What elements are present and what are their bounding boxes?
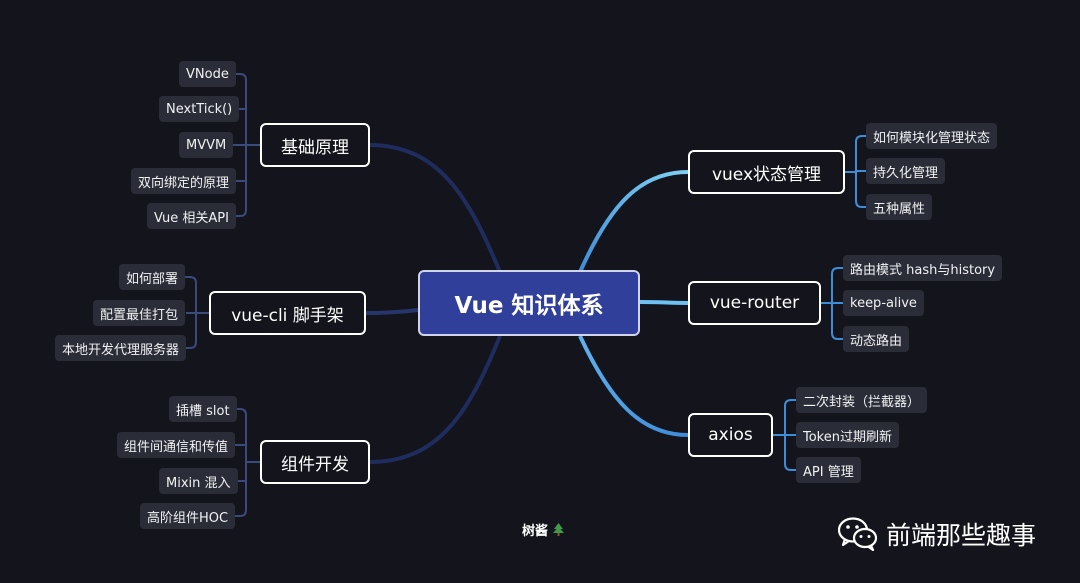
leaf-label: keep-alive [850,295,917,311]
bracket-axios [773,399,796,471]
brand-text: 前端那些趣事 [886,521,1037,550]
root-label: Vue 知识体系 [454,293,604,319]
branch-cli[interactable]: vue-cli 脚手架 [209,291,366,335]
leaf-label: MVVM [186,137,227,153]
connector-root-router [639,300,689,305]
leaf-label: 组件间通信和传值 [124,439,229,455]
leaf-label: 持久化管理 [873,165,939,181]
bracket-router [821,267,843,340]
leaf-basics-4[interactable]: 双向绑定的原理 [131,168,237,194]
branch-basics[interactable]: 基础原理 [260,123,370,167]
leaf-label: NextTick() [166,101,233,117]
leaf-label: 如何模块化管理状态 [873,130,991,146]
leaf-router-1[interactable]: 路由模式 hash与history [843,255,1003,281]
leaf-vuex-1[interactable]: 如何模块化管理状态 [866,123,998,149]
branch-components[interactable]: 组件开发 [260,440,370,484]
connector-root-cli [365,308,419,315]
leaf-vuex-2[interactable]: 持久化管理 [866,158,946,184]
leaf-label: 双向绑定的原理 [138,175,230,191]
root-node[interactable]: Vue 知识体系 [418,270,640,336]
leaf-label: VNode [186,66,229,82]
leaf-axios-3[interactable]: API 管理 [796,457,861,483]
leaf-label: 五种属性 [873,201,926,217]
leaf-axios-2[interactable]: Token过期刷新 [796,422,899,448]
leaf-basics-1[interactable]: VNode [179,61,236,87]
connector-root-axios [578,335,689,437]
connector-root-vuex [578,170,689,273]
connector-root-basics [369,143,502,273]
branch-axios[interactable]: axios [688,413,773,457]
connector-root-components [369,335,502,464]
brand-mark: 前端那些趣事 [838,516,1036,552]
leaf-components-1[interactable]: 插槽 slot [169,396,237,422]
leaf-label: 配置最佳打包 [100,307,179,323]
leaf-cli-3[interactable]: 本地开发代理服务器 [55,335,187,361]
leaf-label: Mixin 混入 [166,475,231,491]
branch-cli-label: vue-cli 脚手架 [231,305,344,326]
leaf-cli-1[interactable]: 如何部署 [119,264,186,290]
wechat-icon [838,517,878,551]
bracket-vuex [845,135,866,208]
leaf-basics-3[interactable]: MVVM [179,132,234,158]
leaf-label: 高阶组件HOC [147,510,229,526]
watermark-text: 树酱 [522,524,549,539]
author-watermark: 树酱 [522,520,564,539]
leaf-axios-1[interactable]: 二次封装（拦截器） [796,387,928,413]
leaf-label: 插槽 slot [176,403,230,419]
branch-basics-label: 基础原理 [281,137,349,158]
leaf-components-4[interactable]: 高阶组件HOC [140,503,236,529]
leaf-router-2[interactable]: keep-alive [843,290,924,316]
leaf-components-2[interactable]: 组件间通信和传值 [117,432,236,458]
leaf-label: 如何部署 [126,271,179,287]
tree-icon [552,523,564,536]
branch-axios-label: axios [708,425,753,445]
leaf-label: Token过期刷新 [803,429,892,445]
leaf-vuex-3[interactable]: 五种属性 [866,194,933,220]
branch-vuex-label: vuex状态管理 [711,164,822,185]
leaf-cli-2[interactable]: 配置最佳打包 [93,300,186,326]
leaf-label: API 管理 [803,464,854,480]
leaf-label: 路由模式 hash与history [850,262,996,278]
branch-components-label: 组件开发 [281,454,349,475]
leaf-router-3[interactable]: 动态路由 [843,326,910,352]
leaf-label: 动态路由 [850,333,903,349]
branch-vuex[interactable]: vuex状态管理 [688,150,845,194]
leaf-basics-2[interactable]: NextTick() [159,96,240,122]
leaf-basics-5[interactable]: Vue 相关API [147,203,236,229]
leaf-components-3[interactable]: Mixin 混入 [159,468,238,494]
leaf-label: 本地开发代理服务器 [62,342,180,358]
leaf-label: Vue 相关API [154,210,229,226]
bracket-components [234,408,260,517]
branch-router[interactable]: vue-router [688,281,821,325]
bracket-cli [183,276,209,349]
leaf-label: 二次封装（拦截器） [803,394,921,410]
branch-router-label: vue-router [709,293,800,313]
